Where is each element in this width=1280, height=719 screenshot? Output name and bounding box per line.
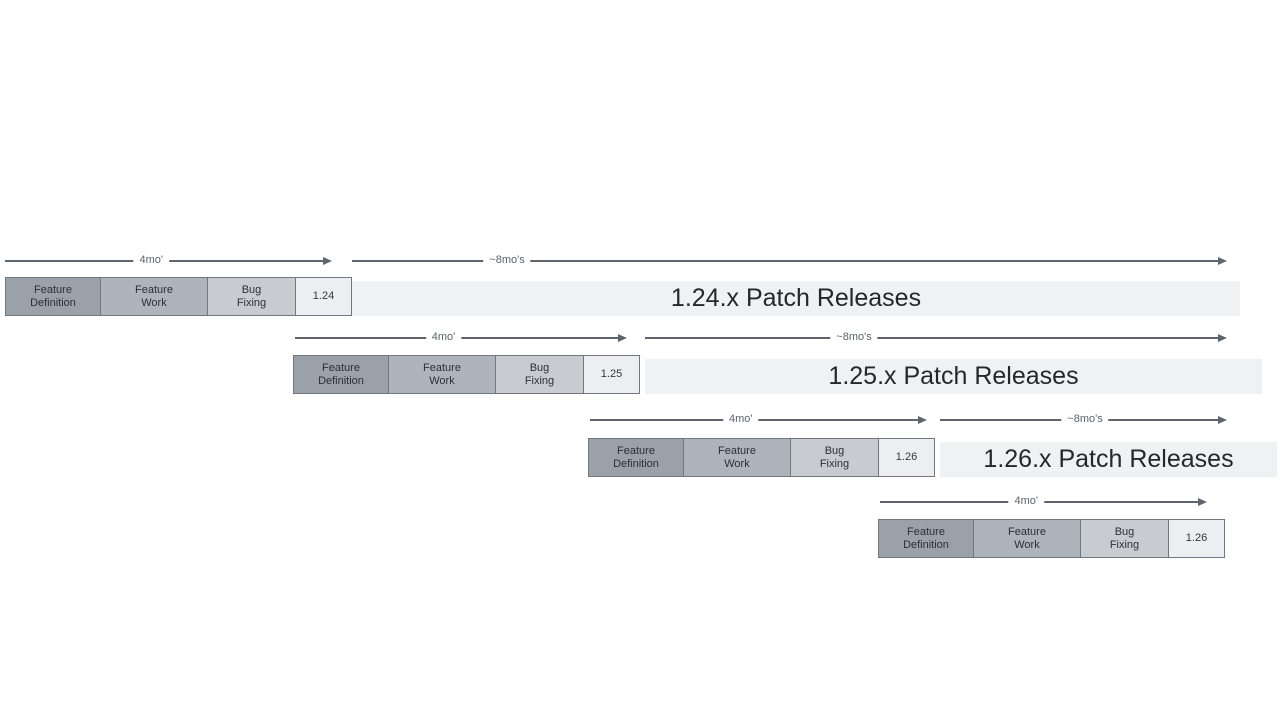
dev-duration-arrow: 4mo'	[880, 494, 1207, 509]
arrowhead-icon	[1218, 334, 1227, 342]
patch-duration-arrow: ~8mo's	[352, 253, 1227, 268]
arrowhead-icon	[1218, 257, 1227, 265]
release-phase-row: Feature Definition Feature Work Bug Fixi…	[878, 519, 1225, 558]
phase-box-feature-work: Feature Work	[973, 519, 1081, 558]
version-box: 1.26	[878, 438, 935, 477]
version-box: 1.25	[583, 355, 640, 394]
patch-releases-bar: 1.24.x Patch Releases	[352, 281, 1240, 316]
phase-box-bug-fixing: Bug Fixing	[790, 438, 879, 477]
phase-box-bug-fixing: Bug Fixing	[495, 355, 584, 394]
phase-box-feature-definition: Feature Definition	[293, 355, 389, 394]
phase-box-feature-definition: Feature Definition	[878, 519, 974, 558]
arrowhead-icon	[323, 257, 332, 265]
arrowhead-icon	[1198, 498, 1207, 506]
phase-box-feature-work: Feature Work	[683, 438, 791, 477]
patch-duration-label: ~8mo's	[830, 330, 878, 345]
dev-duration-arrow: 4mo'	[590, 412, 927, 427]
patch-duration-arrow: ~8mo's	[940, 412, 1227, 427]
arrowhead-icon	[918, 416, 927, 424]
version-box: 1.24	[295, 277, 352, 316]
phase-box-feature-definition: Feature Definition	[588, 438, 684, 477]
dev-duration-label: 4mo'	[723, 412, 759, 427]
phase-box-feature-work: Feature Work	[388, 355, 496, 394]
patch-duration-label: ~8mo's	[1061, 412, 1109, 427]
release-phase-row: Feature Definition Feature Work Bug Fixi…	[293, 355, 640, 394]
dev-duration-arrow: 4mo'	[295, 330, 627, 345]
dev-duration-arrow: 4mo'	[5, 253, 332, 268]
phase-box-bug-fixing: Bug Fixing	[207, 277, 296, 316]
patch-releases-bar: 1.26.x Patch Releases	[940, 442, 1277, 477]
dev-duration-label: 4mo'	[425, 330, 462, 345]
patch-duration-arrow: ~8mo's	[645, 330, 1227, 345]
arrowhead-icon	[1218, 416, 1227, 424]
phase-box-bug-fixing: Bug Fixing	[1080, 519, 1169, 558]
dev-duration-label: 4mo'	[133, 253, 169, 268]
arrowhead-icon	[618, 334, 627, 342]
version-box: 1.26	[1168, 519, 1225, 558]
release-phase-row: Feature Definition Feature Work Bug Fixi…	[588, 438, 935, 477]
patch-duration-label: ~8mo's	[483, 253, 531, 268]
patch-releases-bar: 1.25.x Patch Releases	[645, 359, 1262, 394]
phase-box-feature-work: Feature Work	[100, 277, 208, 316]
phase-box-feature-definition: Feature Definition	[5, 277, 101, 316]
dev-duration-label: 4mo'	[1008, 494, 1044, 509]
release-phase-row: Feature Definition Feature Work Bug Fixi…	[5, 277, 352, 316]
